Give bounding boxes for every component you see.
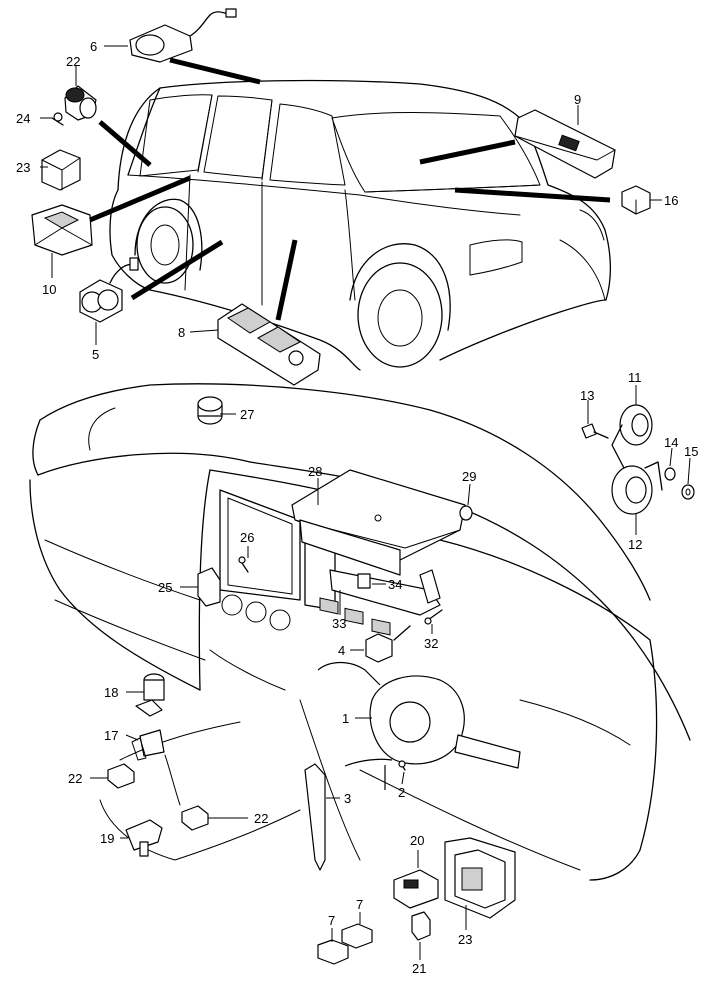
callout-12: 12 <box>628 537 642 552</box>
part-23-lighter <box>64 85 97 121</box>
callout-30: 28 <box>308 464 322 479</box>
callout-22a: 22 <box>68 771 82 786</box>
callout-2: 2 <box>398 785 405 800</box>
part-5-fog-switch <box>79 257 139 323</box>
part-1-combination-switch <box>317 661 521 790</box>
part-22b-connector <box>181 805 209 831</box>
part-7b-relay <box>341 923 373 949</box>
callout-11: 11 <box>628 370 642 385</box>
part-9-overhead-switch <box>514 109 616 179</box>
part-7a-relay <box>317 939 349 965</box>
callout-9: 9 <box>574 92 581 107</box>
part-24-fuse-box <box>444 837 516 919</box>
callout-27: 25 <box>158 580 172 595</box>
callout-16: 16 <box>664 193 678 208</box>
callout-31: 29 <box>462 469 476 484</box>
part-8-master-switch <box>217 303 321 386</box>
callout-20: 20 <box>410 833 424 848</box>
part-30-junction-box <box>291 469 466 636</box>
part-2-screw <box>398 760 406 771</box>
callout-19: 19 <box>100 831 114 846</box>
part-12-horn <box>611 461 663 515</box>
part-15-washer <box>681 484 695 500</box>
callout-10: 10 <box>42 282 56 297</box>
callout-34: 34 <box>388 577 402 592</box>
part-13-bolt <box>581 423 609 439</box>
part-11-horn <box>611 404 653 471</box>
part-14-nut <box>664 467 676 481</box>
callout-26: 24 <box>16 111 30 126</box>
dashboard-outline <box>29 383 691 881</box>
callout-33: 33 <box>332 616 346 631</box>
part-21-fuse <box>411 911 431 941</box>
callout-24: 23 <box>458 932 472 947</box>
part-17-switch <box>131 729 165 761</box>
callout-1: 1 <box>342 711 349 726</box>
part-16-relay <box>621 185 651 215</box>
part-26-screw <box>51 112 64 126</box>
callout-6: 6 <box>90 39 97 54</box>
part-22a-connector <box>107 763 135 789</box>
part-31-nut <box>459 505 473 521</box>
callout-7b: 7 <box>356 897 363 912</box>
callout-leaders <box>40 45 691 960</box>
part-3-cable-tie <box>304 763 326 871</box>
part-20-socket <box>393 869 439 909</box>
vehicle-outline <box>109 79 612 371</box>
callout-5: 5 <box>92 347 99 362</box>
callout-23: 22 <box>66 54 80 69</box>
part-6-courtesy-switch <box>129 8 237 63</box>
part-4-relay <box>365 625 411 663</box>
callout-14: 14 <box>664 435 678 450</box>
part-27-bracket <box>197 567 221 607</box>
callout-8: 8 <box>178 325 185 340</box>
callout-4: 4 <box>338 643 345 658</box>
callout-numbers: 6 22 24 23 10 5 8 9 16 27 13 11 14 15 12… <box>16 39 698 976</box>
callout-29: 27 <box>240 407 254 422</box>
callout-18: 18 <box>104 685 118 700</box>
part-29-cap <box>197 396 223 425</box>
callout-7a: 7 <box>328 913 335 928</box>
part-32-screw <box>424 609 443 625</box>
callout-3: 3 <box>344 791 351 806</box>
part-34-relay <box>357 573 371 589</box>
part-28-screw <box>238 556 249 573</box>
part-10-window-switch <box>31 204 93 256</box>
part-19-switch <box>125 819 163 857</box>
callout-15: 15 <box>684 444 698 459</box>
part-25-relay <box>41 149 81 191</box>
callout-13: 13 <box>580 388 594 403</box>
callout-25: 23 <box>16 160 30 175</box>
callout-32: 32 <box>424 636 438 651</box>
pointer-lines <box>89 57 611 321</box>
callout-22b: 22 <box>254 811 268 826</box>
callout-28: 26 <box>240 530 254 545</box>
callout-17: 17 <box>104 728 118 743</box>
callout-21: 21 <box>412 961 426 976</box>
part-18-stop-switch <box>135 673 165 717</box>
